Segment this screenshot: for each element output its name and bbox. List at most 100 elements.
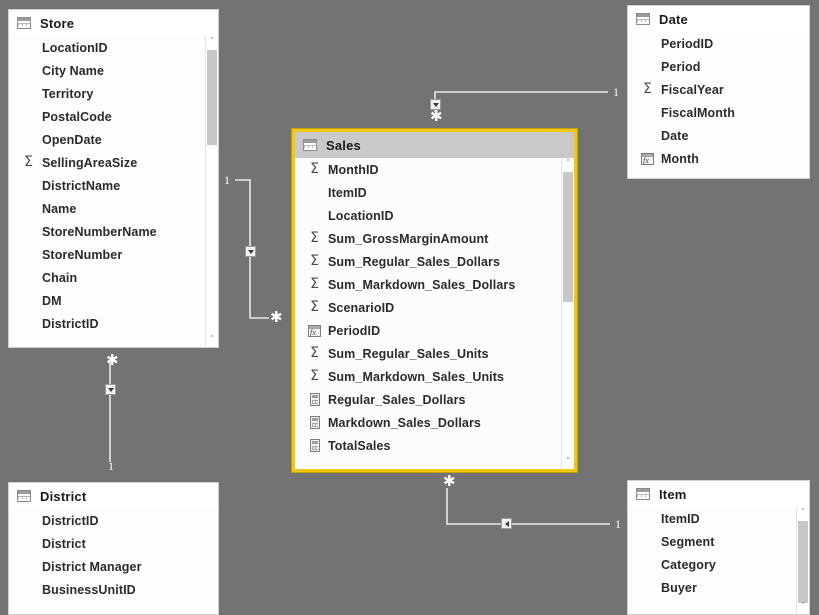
field-row[interactable]: ItemID <box>295 181 574 204</box>
table-header-date[interactable]: Date <box>628 6 809 32</box>
cardinality-label-many-date-sales: ✱ <box>430 108 443 125</box>
arrow-glyph <box>247 249 254 254</box>
field-name: DistrictName <box>42 178 121 193</box>
field-row[interactable]: Category <box>628 553 809 576</box>
sigma-glyph: Σ <box>310 253 319 269</box>
scrollbar-sales[interactable]: ˄˅ <box>561 158 574 469</box>
field-name: StoreNumberName <box>42 224 157 239</box>
arrow-glyph <box>504 520 509 527</box>
field-row[interactable]: DistrictID <box>9 509 218 532</box>
scroll-down-arrow-icon[interactable]: ˅ <box>800 602 806 612</box>
field-name: Month <box>661 151 699 166</box>
field-row[interactable]: DistrictID <box>9 312 218 335</box>
scroll-down-arrow-icon[interactable]: ˅ <box>565 457 571 467</box>
field-row[interactable]: DistrictName <box>9 174 218 197</box>
table-header-store[interactable]: Store <box>9 10 218 36</box>
table-header-item[interactable]: Item <box>628 481 809 507</box>
table-header-sales[interactable]: Sales <box>295 132 574 158</box>
field-name: FiscalYear <box>661 82 724 97</box>
sigma-glyph: Σ <box>643 81 652 97</box>
field-row[interactable]: PeriodID <box>628 32 809 55</box>
field-row[interactable]: Markdown_Sales_Dollars <box>295 411 574 434</box>
field-row[interactable]: DM <box>9 289 218 312</box>
field-row[interactable]: Chain <box>9 266 218 289</box>
field-name: Segment <box>661 534 715 549</box>
field-row[interactable]: Σ Sum_Regular_Sales_Units <box>295 342 574 365</box>
scrollbar-thumb[interactable] <box>563 172 573 302</box>
sigma-icon: Σ <box>307 277 322 292</box>
table-header-district[interactable]: District <box>9 483 218 509</box>
field-row[interactable]: OpenDate <box>9 128 218 151</box>
field-row[interactable]: LocationID <box>295 204 574 227</box>
scroll-up-arrow-icon[interactable]: ˄ <box>565 159 571 169</box>
field-row[interactable]: District <box>9 532 218 555</box>
cardinality-label-many-district-store: ✱ <box>106 352 119 369</box>
field-row[interactable]: Month <box>628 147 809 170</box>
field-row[interactable]: Name <box>9 197 218 220</box>
table-name: Sales <box>326 137 361 153</box>
relationship-line-item-sales[interactable] <box>446 488 610 525</box>
table-name: Date <box>659 11 688 27</box>
field-name: Sum_Regular_Sales_Units <box>328 346 489 361</box>
field-name: LocationID <box>328 208 394 223</box>
field-name: FiscalMonth <box>661 105 736 120</box>
field-row[interactable]: PeriodID <box>295 319 574 342</box>
scrollbar-thumb[interactable] <box>207 50 217 145</box>
scroll-up-arrow-icon[interactable]: ˄ <box>800 508 806 518</box>
cardinality-label-many-item-sales: ✱ <box>443 473 456 490</box>
scroll-down-arrow-icon[interactable]: ˅ <box>209 335 215 345</box>
field-row[interactable]: City Name <box>9 59 218 82</box>
field-row[interactable]: Σ MonthID <box>295 158 574 181</box>
cross-filter-direction-icon-item-sales[interactable] <box>501 518 512 529</box>
field-row[interactable]: Σ Sum_Regular_Sales_Dollars <box>295 250 574 273</box>
sigma-icon: Σ <box>307 346 322 361</box>
field-row[interactable]: TotalSales <box>295 434 574 457</box>
scrollbar-item[interactable]: ˄˅ <box>796 507 809 614</box>
cross-filter-direction-icon-store-sales[interactable] <box>245 246 256 257</box>
scrollbar-store[interactable]: ˄˅ <box>205 36 218 347</box>
field-name: Regular_Sales_Dollars <box>328 392 466 407</box>
field-row[interactable]: StoreNumberName <box>9 220 218 243</box>
measure-glyph <box>309 416 320 429</box>
field-row[interactable]: District Manager <box>9 555 218 578</box>
field-row[interactable]: Period <box>628 55 809 78</box>
field-row[interactable]: FiscalMonth <box>628 101 809 124</box>
field-row[interactable]: PostalCode <box>9 105 218 128</box>
field-name: Sum_Regular_Sales_Dollars <box>328 254 501 269</box>
field-name: ScenarioID <box>328 300 395 315</box>
field-row[interactable]: ItemID <box>628 507 809 530</box>
table-icon <box>17 17 31 29</box>
field-row[interactable]: Territory <box>9 82 218 105</box>
field-name: BusinessUnitID <box>42 582 136 597</box>
relationship-line-date-sales[interactable] <box>434 91 608 112</box>
sigma-icon: Σ <box>307 162 322 177</box>
field-row[interactable]: Buyer <box>628 576 809 599</box>
field-name: Period <box>661 59 701 74</box>
sigma-icon: Σ <box>307 231 322 246</box>
field-name: MonthID <box>328 162 379 177</box>
field-row[interactable]: Date <box>628 124 809 147</box>
field-name: PeriodID <box>328 323 381 338</box>
field-row[interactable]: Σ FiscalYear <box>628 78 809 101</box>
cross-filter-direction-icon-date-sales[interactable] <box>430 99 441 110</box>
cross-filter-direction-icon-district-store[interactable] <box>105 384 116 395</box>
field-row[interactable]: BusinessUnitID <box>9 578 218 601</box>
field-row[interactable]: Regular_Sales_Dollars <box>295 388 574 411</box>
field-row[interactable]: StoreNumber <box>9 243 218 266</box>
scroll-up-arrow-icon[interactable]: ˄ <box>209 37 215 47</box>
field-row[interactable]: Segment <box>628 530 809 553</box>
scrollbar-thumb[interactable] <box>798 521 808 603</box>
field-row[interactable]: LocationID <box>9 36 218 59</box>
